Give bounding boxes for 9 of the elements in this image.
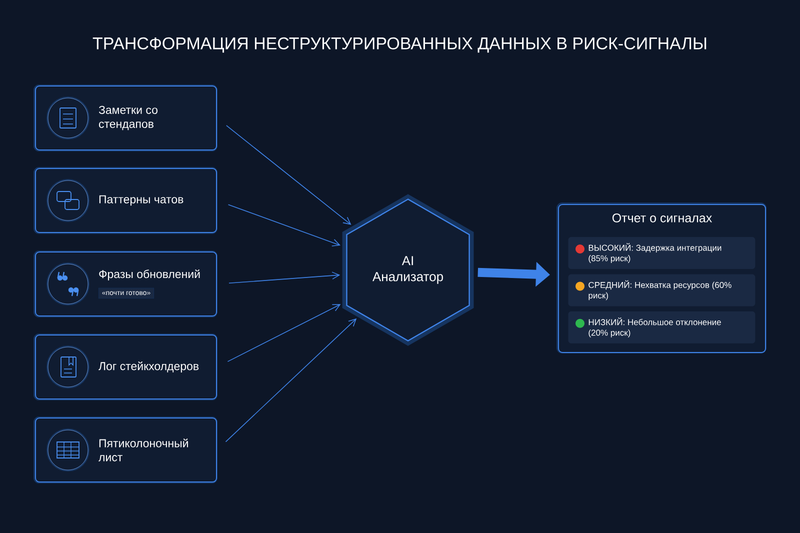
signal-row: СРЕДНИЙ: Нехватка ресурсов (60% риск) — [568, 274, 756, 306]
arrow — [226, 125, 352, 225]
arrow — [228, 272, 340, 284]
title: ТРАНСФОРМАЦИЯ НЕСТРУКТУРИРОВАННЫХ ДАННЫХ В РИСК-СИГНАЛЫ — [92, 37, 706, 53]
arrow — [225, 318, 357, 442]
signal-row: ВЫСОКИЙ: Задержка интеграции (85% риск) — [568, 237, 756, 269]
signal-row: НИЗКИЙ: Небольшое отклонение (20% риск) — [568, 311, 756, 344]
arrow — [227, 304, 341, 362]
arrow — [228, 204, 340, 246]
